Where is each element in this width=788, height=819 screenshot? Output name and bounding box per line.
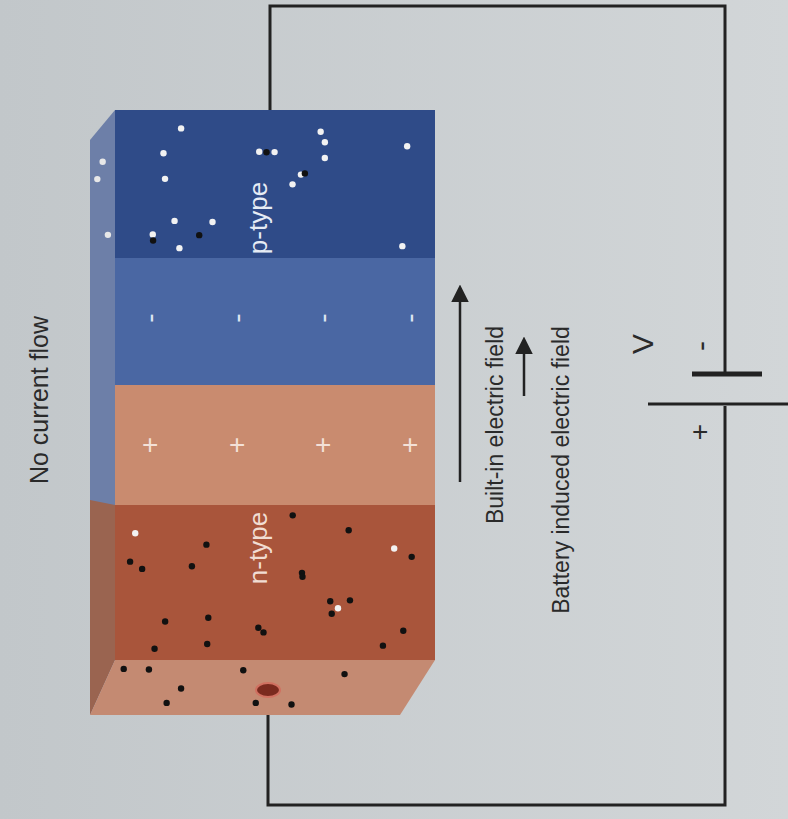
carrier-dot: [322, 139, 328, 145]
battery-negative-plate: [692, 372, 762, 377]
carrier-dot: [391, 545, 397, 551]
carrier-dot: [205, 615, 211, 621]
carrier-dot: [345, 527, 351, 533]
charge-sign: +: [135, 437, 166, 453]
p-depletion-region: [115, 258, 435, 385]
title-note: No current flow: [26, 316, 54, 484]
carrier-dot: [162, 176, 168, 182]
charge-sign: -: [308, 313, 339, 322]
carrier-dot: [260, 629, 266, 635]
semiconductor-region: n-type: [115, 505, 435, 660]
carrier-dot: [253, 700, 259, 706]
carrier-dot: [380, 642, 386, 648]
carrier-dot: [271, 149, 277, 155]
carrier-dot: [399, 243, 405, 249]
carrier-dot: [329, 611, 335, 617]
carrier-dot: [299, 574, 305, 580]
carrier-dot: [178, 125, 184, 131]
carrier-dot: [171, 218, 177, 224]
carrier-dot: [189, 563, 195, 569]
carrier-dot: [256, 149, 262, 155]
battery-polarity: +: [685, 424, 716, 440]
carrier-dot: [335, 605, 341, 611]
charge-sign: +: [308, 437, 339, 453]
carrier-dot: [196, 232, 202, 238]
contact: [256, 683, 280, 697]
carrier-dot: [146, 666, 152, 672]
carrier-dot: [317, 129, 323, 135]
block-side-face: [90, 110, 115, 715]
p-region: [115, 110, 435, 258]
carrier-dot: [176, 245, 182, 251]
carrier-dot: [404, 143, 410, 149]
carrier-dot: [209, 219, 215, 225]
field-arrow: [523, 340, 526, 396]
n-region: [115, 505, 435, 660]
carrier-dot: [255, 625, 261, 631]
carrier-dot: [99, 159, 105, 165]
carrier-dot: [408, 554, 414, 560]
carrier-dot: [289, 181, 295, 187]
battery-positive-plate: [648, 403, 788, 406]
carrier-dot: [127, 558, 133, 564]
carrier-dot: [400, 628, 406, 634]
semiconductor-region: p-type: [115, 110, 435, 258]
region-label: n-type: [244, 512, 273, 584]
carrier-dot: [139, 566, 145, 572]
charge-sign: +: [395, 437, 426, 453]
carrier-dot: [162, 618, 168, 624]
field-arrow: [459, 288, 462, 482]
field-label: Built-in electric field: [483, 326, 508, 524]
carrier-dot: [240, 667, 246, 673]
n-depletion-region: [115, 385, 435, 505]
charge-sign: -: [222, 313, 253, 322]
carrier-dot: [288, 701, 294, 707]
carrier-dot: [160, 150, 166, 156]
block-bottom-face: [90, 660, 435, 715]
carrier-dot: [150, 237, 156, 243]
field-label: Battery induced electric field: [549, 326, 574, 614]
carrier-dot: [132, 530, 138, 536]
carrier-dot: [94, 176, 100, 182]
charge-sign: +: [222, 437, 253, 453]
carrier-dot: [289, 512, 295, 518]
carrier-dot: [263, 149, 269, 155]
carrier-dot: [302, 170, 308, 176]
carrier-dot: [347, 597, 353, 603]
carrier-dot: [203, 541, 209, 547]
carrier-dot: [204, 641, 210, 647]
carrier-dot: [150, 231, 156, 237]
carrier-dot: [322, 155, 328, 161]
carrier-dot: [327, 598, 333, 604]
carrier-dot: [341, 671, 347, 677]
charge-sign: -: [395, 313, 426, 322]
carrier-dot: [121, 666, 127, 672]
carrier-dot: [163, 700, 169, 706]
carrier-dot: [151, 645, 157, 651]
carrier-dot: [178, 685, 184, 691]
charge-carriers: [94, 125, 415, 708]
carrier-dot: [105, 232, 111, 238]
battery-polarity: -: [684, 341, 717, 351]
charge-sign: -: [135, 313, 166, 322]
voltage-label: V: [626, 334, 659, 354]
region-label: p-type: [244, 182, 273, 254]
